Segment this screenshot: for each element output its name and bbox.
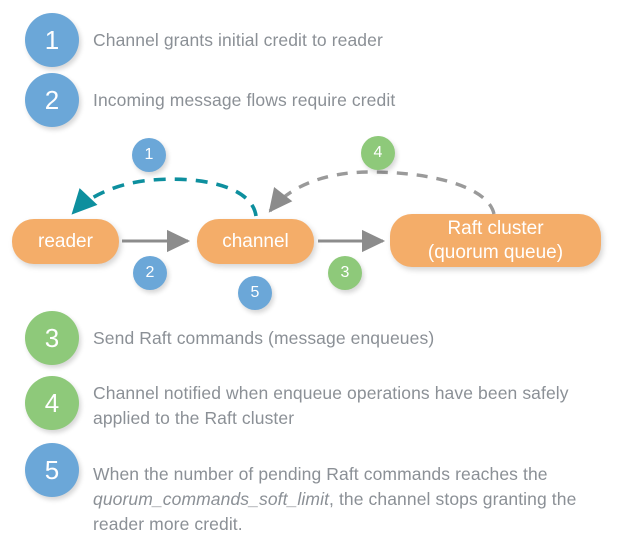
- legend-text-5: When the number of pending Raft commands…: [93, 437, 617, 537]
- diagram-badge-1: 1: [132, 138, 166, 172]
- diagram-badge-5: 5: [238, 276, 272, 310]
- legend-bullet-3: 3: [25, 311, 79, 365]
- legend-text-5-before: When the number of pending Raft commands…: [93, 464, 548, 484]
- legend-text-1: Channel grants initial credit to reader: [93, 30, 383, 50]
- legend-bullet-2: 2: [25, 73, 79, 127]
- edge-raft-to-channel-notify: [268, 170, 496, 215]
- legend-text-3: Send Raft commands (message enqueues): [93, 328, 435, 348]
- diagram-badge-3: 3: [328, 256, 362, 290]
- node-reader[interactable]: reader: [12, 219, 119, 264]
- legend-bullet-4: 4: [25, 376, 79, 430]
- node-raft-cluster[interactable]: Raft cluster (quorum queue): [390, 214, 601, 267]
- legend-text-2: Incoming message flows require credit: [93, 90, 396, 110]
- legend-text-4: Channel notified when enqueue operations…: [93, 383, 569, 428]
- diagram-badge-4: 4: [361, 136, 395, 170]
- node-channel[interactable]: channel: [197, 219, 314, 264]
- diagram-badge-2: 2: [133, 256, 167, 290]
- legend-text-5-after: , the channel stops granting the reader …: [93, 489, 577, 534]
- legend-bullet-1: 1: [25, 13, 79, 67]
- legend-text-5-config-key: quorum_commands_soft_limit: [93, 489, 330, 509]
- edge-channel-to-reader-credit: [71, 177, 258, 217]
- legend-bullet-5: 5: [25, 443, 79, 497]
